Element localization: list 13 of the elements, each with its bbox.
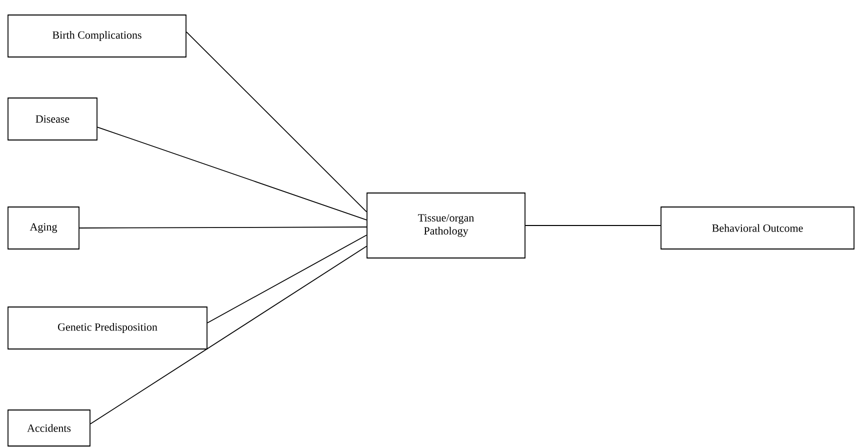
box: Birth Complications <box>8 14 186 58</box>
box: Aging <box>8 206 80 250</box>
connector-line <box>186 31 367 212</box>
box: Genetic Predisposition <box>8 306 208 350</box>
connector-line <box>207 234 367 324</box>
connector-line <box>90 246 367 424</box>
box: Disease <box>8 98 98 140</box>
box: Behavioral Outcome <box>660 206 854 250</box>
connector-line <box>525 225 661 226</box>
connector-line <box>79 226 367 228</box>
box: Accidents <box>8 410 90 446</box>
box: Tissue/organ Pathology <box>366 192 526 258</box>
connector-line <box>97 126 367 220</box>
